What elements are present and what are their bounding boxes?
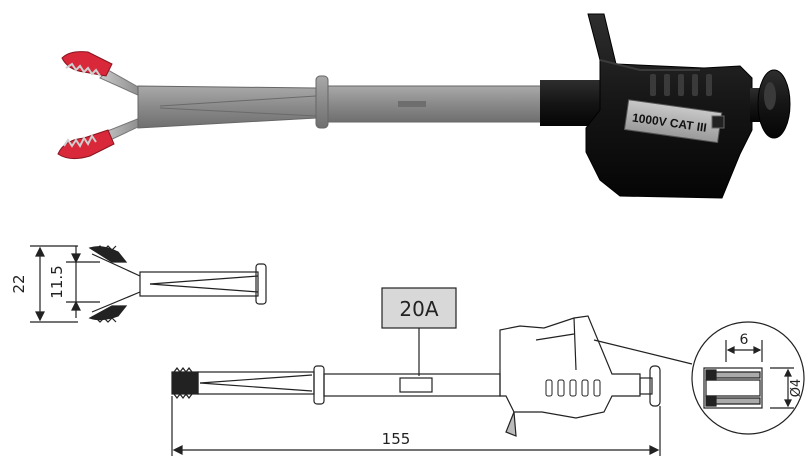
double-insulation-icon	[711, 115, 725, 129]
open-jaw-view	[30, 245, 267, 323]
jaw-tip-upper-drawing	[88, 246, 128, 263]
socket-detail-circle	[691, 321, 805, 435]
overall-length-dimension	[171, 396, 661, 456]
product-photo: 1000V CAT III	[57, 13, 791, 199]
rating-marking	[398, 101, 426, 107]
current-rating-callout	[381, 287, 457, 376]
plunger-knob-drawing	[649, 365, 661, 407]
full-clip-view	[171, 315, 693, 437]
housing: 1000V CAT III	[540, 13, 791, 199]
dim-22-label: 22	[10, 274, 28, 293]
housing-grip	[650, 74, 712, 96]
dim-d4-label: Ø4	[789, 379, 804, 398]
shaft-collar	[315, 75, 329, 129]
jaw-tip-lower-drawing	[88, 305, 128, 321]
closed-jaw-drawing	[171, 371, 199, 395]
dim-155-label: 155	[382, 430, 411, 448]
dim-6-label: 6	[740, 332, 749, 348]
technical-drawing	[30, 245, 805, 456]
lower-jaw	[57, 117, 141, 160]
current-rating-label: 20A	[399, 297, 438, 321]
dim-11-5-label: 11.5	[48, 265, 66, 298]
shaft	[137, 75, 543, 129]
upper-jaw	[61, 51, 141, 97]
